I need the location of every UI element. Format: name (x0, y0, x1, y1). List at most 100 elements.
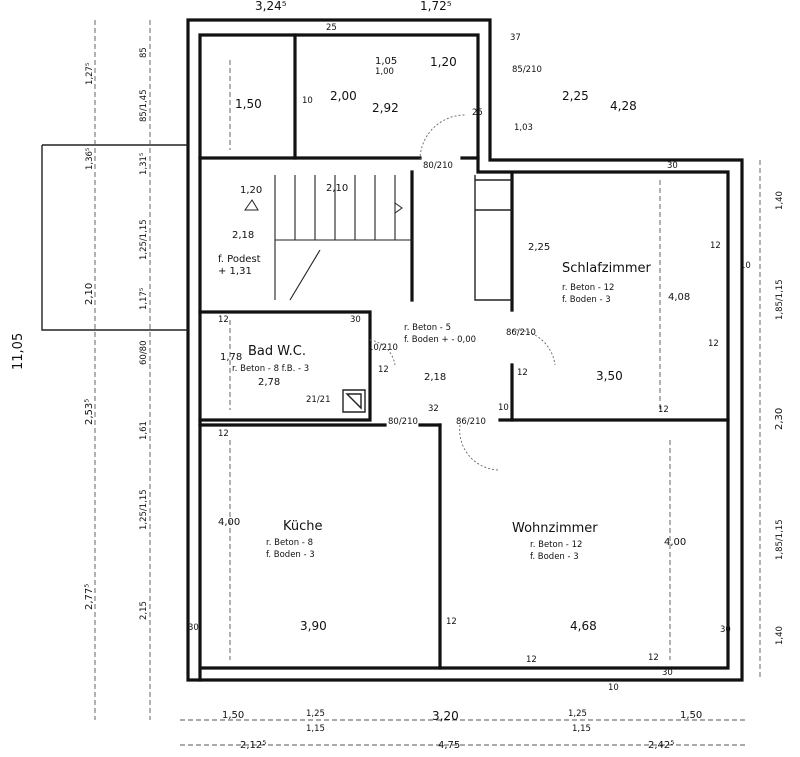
room-name-schlafzimmer: Schlafzimmer (562, 261, 652, 276)
dim-25a: 25 (326, 23, 337, 33)
dim-12-bad: 12 (218, 315, 229, 325)
dim-top-left: 3,24⁵ (255, 0, 287, 13)
podest-label: f. Podest (218, 254, 261, 265)
dim-86-210: 86/210 (506, 328, 536, 338)
dim-right-185b: 1,85/1,15 (775, 519, 785, 560)
dim-225-r: 2,25 (562, 89, 589, 103)
dim-12-r2: 12 (658, 405, 669, 415)
dim-30-w: 30 (720, 625, 731, 635)
room-name-wohnzimmer: Wohnzimmer (512, 521, 598, 536)
wohnzimmer-line1: r. Beton - 12 (530, 540, 582, 550)
dim-32: 32 (428, 404, 439, 414)
dim-bottom-212: 2,12⁵ (240, 740, 266, 751)
dim-bottom-150b: 1,50 (680, 710, 702, 721)
dim-left-125-115b: 1,25/1,15 (139, 489, 149, 530)
dim-86-210-w: 86/210 (456, 417, 486, 427)
dim-right-140b: 1,40 (775, 626, 785, 645)
dim-right-140a: 1,40 (775, 191, 785, 210)
dim-12-b1: 12 (526, 655, 537, 665)
dim-bottom-242: 2,42⁵ (648, 740, 674, 751)
dim-10-b: 10 (608, 683, 619, 693)
dim-left-210: 2,10 (84, 283, 95, 305)
dim-left-1105: 11,05 (11, 333, 26, 370)
dim-120-stair: 1,20 (240, 185, 262, 196)
dim-10-s: 10 (740, 261, 751, 271)
dim-120-top: 1,20 (430, 55, 457, 69)
dim-bottom-320: 3,20 (432, 709, 459, 723)
dim-10-flur: 10 (498, 403, 509, 413)
stair-arrow-up-icon (244, 199, 259, 211)
dim-left-125-115: 1,25/1,15 (139, 219, 149, 260)
dim-390: 3,90 (300, 619, 327, 633)
dim-12-bad2: 12 (378, 365, 389, 375)
room-name-bad: Bad W.C. (248, 344, 306, 359)
stair-arrow-icon (394, 202, 403, 214)
dim-left-161: 1,61 (139, 421, 149, 440)
dim-408: 4,08 (668, 292, 690, 303)
room-name-kueche: Küche (283, 519, 323, 534)
flur-line2: f. Boden + - 0,00 (404, 335, 476, 345)
dim-bottom-125b: 1,25 (568, 709, 587, 719)
dim-218: 2,18 (232, 230, 254, 241)
podest-height: + 1,31 (218, 266, 252, 277)
dim-80-210-k: 80/210 (388, 417, 418, 427)
inner-wall-top (198, 33, 730, 682)
dim-10: 10 (302, 96, 313, 106)
dim-bottom-115a: 1,15 (306, 724, 325, 734)
dim-left-253: 2,53⁵ (84, 399, 95, 425)
dim-left-277: 2,77⁵ (84, 584, 95, 610)
dim-428: 4,28 (610, 99, 637, 113)
flur-line1: r. Beton - 5 (404, 323, 451, 333)
dim-left-215: 2,15 (139, 601, 149, 620)
dim-200: 2,00 (330, 89, 357, 103)
dim-100: 1,00 (375, 67, 394, 77)
dim-85-210: 85/210 (512, 65, 542, 75)
dim-12-b2: 12 (648, 653, 659, 663)
dim-right-185: 1,85/1,15 (775, 279, 785, 320)
dim-left-117: 1,17⁵ (139, 288, 149, 310)
dim-left-127: 1,27⁵ (85, 63, 95, 85)
bad-walls (198, 310, 372, 422)
dim-21-21: 21/21 (306, 395, 331, 405)
dim-80-210-top: 80/210 (423, 161, 453, 171)
dim-225-s: 2,25 (528, 242, 550, 253)
dim-150-up: 1,50 (235, 97, 262, 111)
dim-left-60-80: 60/80 (139, 341, 149, 366)
dim-468: 4,68 (570, 619, 597, 633)
dim-right-230: 2,30 (774, 408, 785, 430)
dim-37: 37 (510, 33, 521, 43)
wohnzimmer-wall (438, 418, 730, 427)
dim-bottom-150a: 1,50 (222, 710, 244, 721)
dimension-lines (94, 20, 761, 746)
dim-12-r1: 12 (708, 339, 719, 349)
dim-218-flur: 2,18 (424, 372, 446, 383)
closet (474, 175, 512, 301)
dim-30-bad: 30 (350, 315, 361, 325)
chimney (342, 389, 366, 413)
dim-178: 1,78 (220, 352, 242, 363)
terrace (41, 144, 188, 331)
dim-25b: 25 (472, 108, 483, 118)
dim-bottom-475: 4,75 (438, 740, 460, 751)
staircase (244, 175, 412, 301)
wohnzimmer-line2: f. Boden - 3 (530, 552, 579, 562)
dim-top-right: 1,72⁵ (420, 0, 452, 13)
dim-12-s: 12 (710, 241, 721, 251)
dim-278: 2,78 (258, 377, 280, 388)
dim-left-136: 1,36⁵ (85, 148, 95, 170)
kueche-line1: r. Beton - 8 (266, 538, 313, 548)
dim-12-mid: 12 (446, 617, 457, 627)
dim-30-top: 30 (667, 161, 678, 171)
dim-30-b: 30 (662, 668, 673, 678)
walls (41, 18, 744, 682)
dim-left-85-145: 85/1,45 (139, 89, 149, 122)
dim-400-w: 4,00 (664, 537, 686, 548)
dim-350: 3,50 (596, 369, 623, 383)
dim-210-stair: 2,10 (326, 183, 348, 194)
dim-bottom-115b: 1,15 (572, 724, 591, 734)
dim-103: 1,03 (514, 123, 533, 133)
dim-12-k: 12 (218, 429, 229, 439)
schlafzimmer-line2: f. Boden - 3 (562, 295, 611, 305)
dim-400-k: 4,00 (218, 517, 240, 528)
